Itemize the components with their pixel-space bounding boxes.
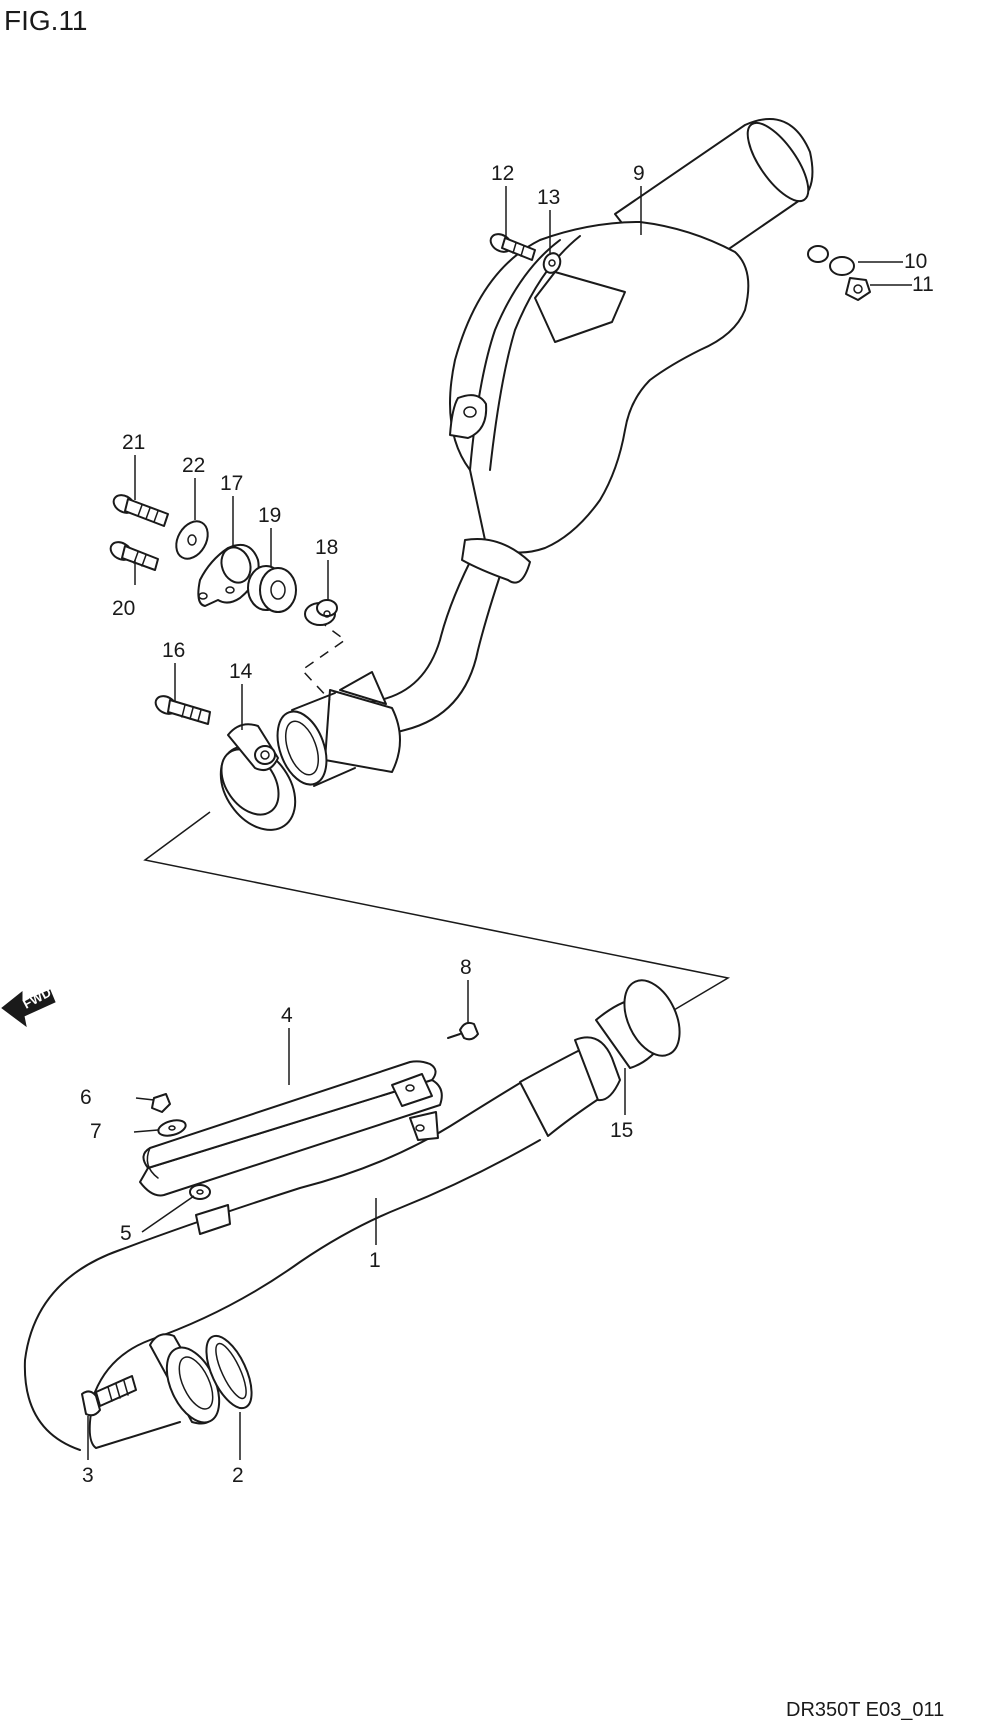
bolt-16 <box>154 695 211 725</box>
nut-10 <box>829 256 855 276</box>
callout-10: 10 <box>904 250 927 273</box>
callout-20: 20 <box>112 597 135 620</box>
washer-13 <box>542 252 562 274</box>
callout-11: 11 <box>912 273 934 296</box>
stud-bolt-3 <box>81 1375 137 1417</box>
callout-1: 1 <box>369 1249 381 1272</box>
washer-7 <box>157 1119 187 1137</box>
callout-19: 19 <box>258 504 281 527</box>
callout-5: 5 <box>120 1222 132 1245</box>
fwd-direction-marker: FWD <box>1 985 56 1028</box>
callout-16: 16 <box>162 639 185 662</box>
bolt-21 <box>112 494 169 527</box>
muffler <box>449 118 829 554</box>
figure-title: FIG.11 <box>4 5 88 36</box>
callout-7: 7 <box>90 1120 102 1143</box>
callout-12: 12 <box>491 162 514 185</box>
callout-13: 13 <box>537 186 560 209</box>
shield-mount-tab-lower <box>409 1111 439 1141</box>
callout-14: 14 <box>229 660 253 683</box>
muffler-inlet-pipe <box>276 538 531 787</box>
callout-17: 17 <box>220 472 243 495</box>
callout-9: 9 <box>633 162 645 185</box>
bolt-12 <box>489 233 536 261</box>
collar-18 <box>304 599 338 626</box>
callout-21: 21 <box>122 431 145 454</box>
bolt-8 <box>447 1021 479 1041</box>
assembly-connector-line <box>143 811 731 1011</box>
grommet-19 <box>247 565 297 613</box>
exhaust-clamp <box>219 723 297 831</box>
bolt-6 <box>151 1093 171 1113</box>
bolt-20 <box>109 541 159 571</box>
washer-22 <box>175 520 209 560</box>
callout-8: 8 <box>460 956 472 979</box>
callout-15: 15 <box>610 1119 633 1142</box>
nut-11 <box>845 277 871 301</box>
shield-mount-tab-upper <box>391 1073 433 1107</box>
exhaust-flange <box>149 1333 221 1425</box>
exhaust-pipe <box>23 1036 621 1451</box>
callout-6: 6 <box>80 1086 92 1109</box>
callout-22: 22 <box>182 454 205 477</box>
drawing-code: DR350T E03_011 <box>786 1699 944 1721</box>
callout-4: 4 <box>281 1004 293 1027</box>
callout-3: 3 <box>82 1464 94 1487</box>
assembly-dash-line-18 <box>300 619 347 701</box>
heat-shield <box>139 1060 443 1197</box>
pipe-bracket-tab <box>195 1204 231 1235</box>
connector-pipe <box>595 979 681 1069</box>
callout-2: 2 <box>232 1464 244 1487</box>
callout-18: 18 <box>315 536 338 559</box>
washer-5 <box>189 1184 211 1200</box>
exhaust-gasket <box>205 1334 253 1410</box>
